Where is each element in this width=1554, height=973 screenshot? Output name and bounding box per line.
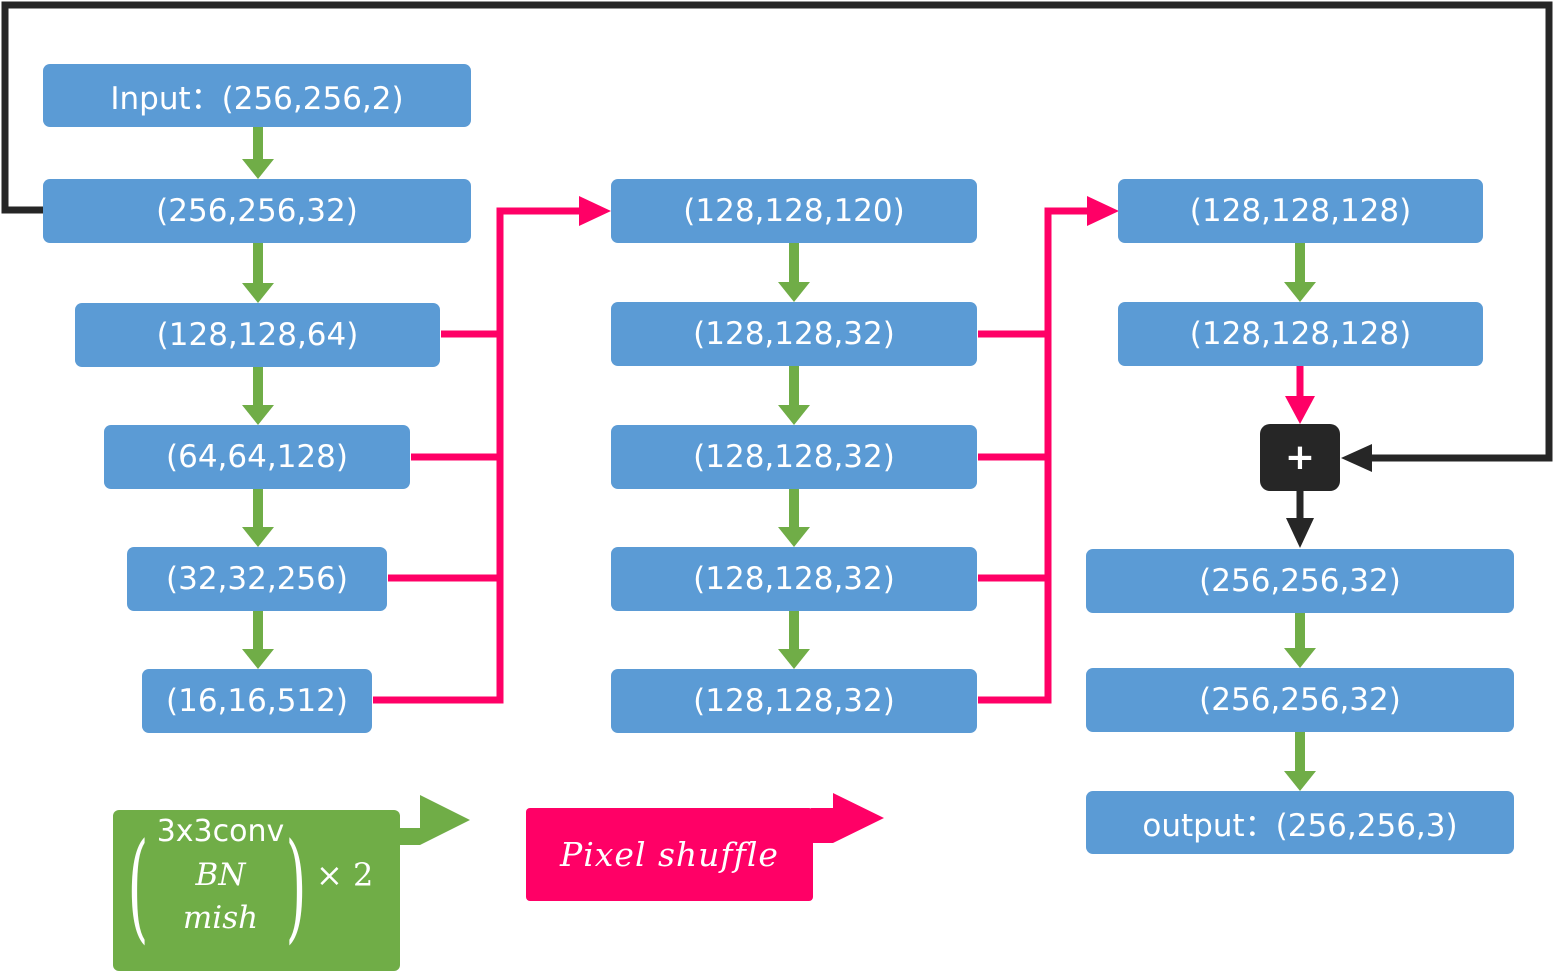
legend-bn-label: BN [195,857,246,893]
legend-conv-block: ( ) 3x3conv BN mish × 2 [113,810,400,971]
encoder-box-2: (128,128,64) [75,303,440,367]
pixel-shuffle-connectors [373,207,1304,704]
conv-arrowhead-2 [242,283,274,303]
legend-right-paren: ) [285,817,307,955]
output-box: output：(256,256,3) [1086,791,1514,854]
middle-box-5: (128,128,32) [611,669,977,733]
encoder-box-1: (256,256,32) [43,179,471,243]
legend-times-label: × 2 [316,856,374,894]
ps-connector-2 [978,207,1088,704]
legend-mish-label: mish [182,900,259,936]
conv-arrowhead-10 [1284,282,1316,302]
conv-arrowhead-1 [242,159,274,179]
add-operator: + [1260,424,1340,491]
conv-arrowhead-9 [778,649,810,669]
conv-arrowhead-7 [778,405,810,425]
middle-box-2: (128,128,32) [611,302,977,366]
legend-ps-arrowhead [811,793,884,843]
middle-box-4: (128,128,32) [611,547,977,611]
pixel-shuffle-arrowheads [579,196,1315,424]
ps-connector-1 [373,207,580,704]
middle-box-1: (128,128,120) [611,179,977,243]
conv-arrowhead-8 [778,527,810,547]
conv-arrows [242,127,1316,791]
conv-arrowhead-11 [1284,648,1316,668]
encoder-box-5: (16,16,512) [142,669,372,733]
decoder-box-2: (128,128,128) [1118,302,1483,366]
skip-line [1,1,1553,462]
ps-arrowhead-1 [579,196,611,226]
skip-connection [1,1,1553,548]
add-to-output-arrowhead [1286,518,1314,548]
middle-box-3: (128,128,32) [611,425,977,489]
decoder-box-4: (256,256,32) [1086,668,1514,732]
legend-left-paren: ( [127,817,149,955]
legend-conv-arrowhead [398,795,470,845]
conv-arrowhead-3 [242,405,274,425]
input-box: Input：(256,256,2) [43,64,471,127]
ps-arrowhead-3 [1285,396,1315,424]
encoder-box-3: (64,64,128) [104,425,410,489]
conv-arrowhead-4 [242,527,274,547]
conv-arrowhead-6 [778,282,810,302]
legend-pixel-shuffle: Pixel shuffle [526,808,813,901]
skip-arrowhead [1341,444,1372,472]
legend-conv-label: 3x3conv [156,814,285,849]
encoder-box-4: (32,32,256) [127,547,387,611]
decoder-box-3: (256,256,32) [1086,549,1514,613]
conv-arrowhead-12 [1284,771,1316,791]
conv-arrowhead-5 [242,649,274,669]
ps-arrowhead-2 [1087,196,1119,226]
decoder-box-1: (128,128,128) [1118,179,1483,243]
